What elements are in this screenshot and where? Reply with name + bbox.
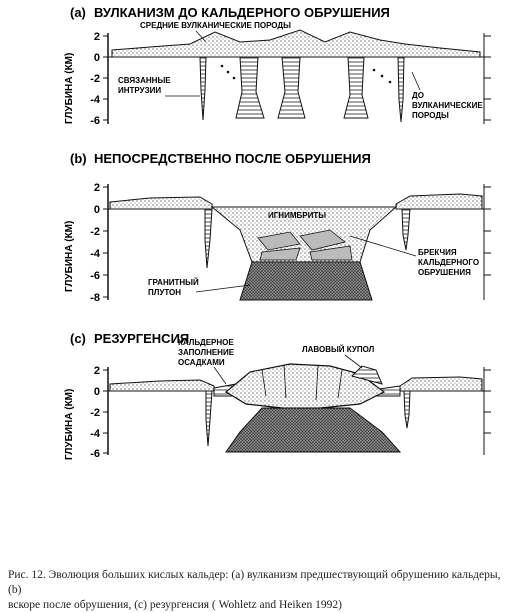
outflow-sheets bbox=[109, 196, 213, 210]
panel-a-y-axis: 2 0 -2 -4 -6 ГЛУБИНА (КМ) bbox=[64, 31, 109, 127]
label-lava-dome: ЛАВОВЫЙ КУПОЛ bbox=[302, 345, 375, 354]
label-intrusions-1: СВЯЗАННЫЕ bbox=[118, 76, 171, 85]
panel-c-tick: -2 bbox=[90, 407, 100, 419]
label-pluton-2: ПЛУТОН bbox=[148, 288, 181, 297]
figure-caption: Рис. 12. Эволюция больших кислых кальдер… bbox=[8, 568, 502, 613]
panel-b-tick: -8 bbox=[90, 292, 100, 304]
panel-c: (c) РЕЗУРГЕНСИЯ 2 0 -2 -4 -6 ГЛУБИНА (КМ… bbox=[64, 331, 491, 460]
caption-line-1: Рис. 12. Эволюция больших кислых кальдер… bbox=[8, 569, 501, 596]
panel-b-tick: -6 bbox=[90, 270, 100, 282]
panel-c-y-axis: 2 0 -2 -4 -6 ГЛУБИНА (КМ) bbox=[64, 365, 109, 460]
panel-a-axis-label: ГЛУБИНА (КМ) bbox=[64, 53, 75, 124]
label-pre-volcanic-1: ДО bbox=[412, 91, 424, 100]
panel-c-tick: -4 bbox=[90, 428, 101, 440]
label-fill-1: КАЛЬДЕРНОЕ bbox=[178, 338, 234, 347]
panel-b-y-axis: 2 0 -2 -4 -6 -8 ГЛУБИНА (КМ) bbox=[64, 182, 109, 304]
panel-a-letter: (a) bbox=[70, 5, 86, 20]
panel-a-tick: 0 bbox=[94, 52, 100, 64]
label-intrusions-2: ИНТРУЗИИ bbox=[118, 86, 161, 95]
label-breccia-2: КАЛЬДЕРНОГО bbox=[418, 258, 479, 267]
panel-b: (b) НЕПОСРЕДСТВЕННО ПОСЛЕ ОБРУШЕНИЯ 2 0 … bbox=[64, 151, 491, 304]
panel-b-tick: -4 bbox=[90, 248, 101, 260]
panel-a-tick: 2 bbox=[94, 31, 100, 43]
uplifted-pluton bbox=[225, 407, 402, 453]
panel-b-title: НЕПОСРЕДСТВЕННО ПОСЛЕ ОБРУШЕНИЯ bbox=[94, 151, 371, 166]
label-pre-volcanic-2: ВУЛКАНИЧЕСКИЕ bbox=[412, 101, 483, 110]
caldera-evolution-figure: (a) ВУЛКАНИЗМ ДО КАЛЬДЕРНОГО ОБРУШЕНИЯ 2… bbox=[64, 5, 491, 460]
resurgent-dome bbox=[224, 363, 386, 411]
label-breccia-3: ОБРУШЕНИЯ bbox=[418, 268, 471, 277]
collapse-breccia bbox=[257, 229, 353, 261]
intrusion-bodies bbox=[199, 56, 405, 123]
label-intermediate-rocks: СРЕДНИЕ ВУЛКАНИЧЕСКИЕ ПОРОДЫ bbox=[140, 21, 291, 30]
label-ignimbrites: ИГНИМБРИТЫ bbox=[268, 211, 326, 220]
label-pre-volcanic-3: ПОРОДЫ bbox=[412, 111, 449, 120]
panel-c-letter: (c) bbox=[70, 331, 86, 346]
panel-b-axis-label: ГЛУБИНА (КМ) bbox=[64, 221, 75, 292]
caption-line-2: вскоре после обрушения, (c) резургенсия … bbox=[8, 599, 342, 611]
panel-c-tick: 2 bbox=[94, 365, 100, 377]
intermediate-volcanic-rocks bbox=[111, 29, 481, 58]
panel-a-tick: -4 bbox=[90, 94, 101, 106]
panel-a-tick: -2 bbox=[90, 73, 100, 85]
panel-a-title: ВУЛКАНИЗМ ДО КАЛЬДЕРНОГО ОБРУШЕНИЯ bbox=[94, 5, 390, 20]
panel-c-tick: -6 bbox=[90, 448, 100, 460]
panel-a: (a) ВУЛКАНИЗМ ДО КАЛЬДЕРНОГО ОБРУШЕНИЯ 2… bbox=[64, 5, 491, 127]
panel-c-tick: 0 bbox=[94, 386, 100, 398]
panel-b-tick: 0 bbox=[94, 204, 100, 216]
label-fill-2: ЗАПОЛНЕНИЕ bbox=[178, 348, 235, 357]
label-breccia-1: БРЕКЧИЯ bbox=[418, 248, 457, 257]
panel-c-title: РЕЗУРГЕНСИЯ bbox=[94, 331, 189, 346]
panel-b-tick: 2 bbox=[94, 182, 100, 194]
granite-pluton bbox=[239, 261, 373, 301]
label-fill-3: ОСАДКАМИ bbox=[178, 358, 225, 367]
panel-c-axis-label: ГЛУБИНА (КМ) bbox=[64, 389, 75, 460]
panel-b-letter: (b) bbox=[70, 151, 87, 166]
lava-dome bbox=[351, 365, 383, 385]
label-pluton-1: ГРАНИТНЫЙ bbox=[148, 278, 199, 287]
panel-b-tick: -2 bbox=[90, 226, 100, 238]
panel-a-tick: -6 bbox=[90, 115, 100, 127]
